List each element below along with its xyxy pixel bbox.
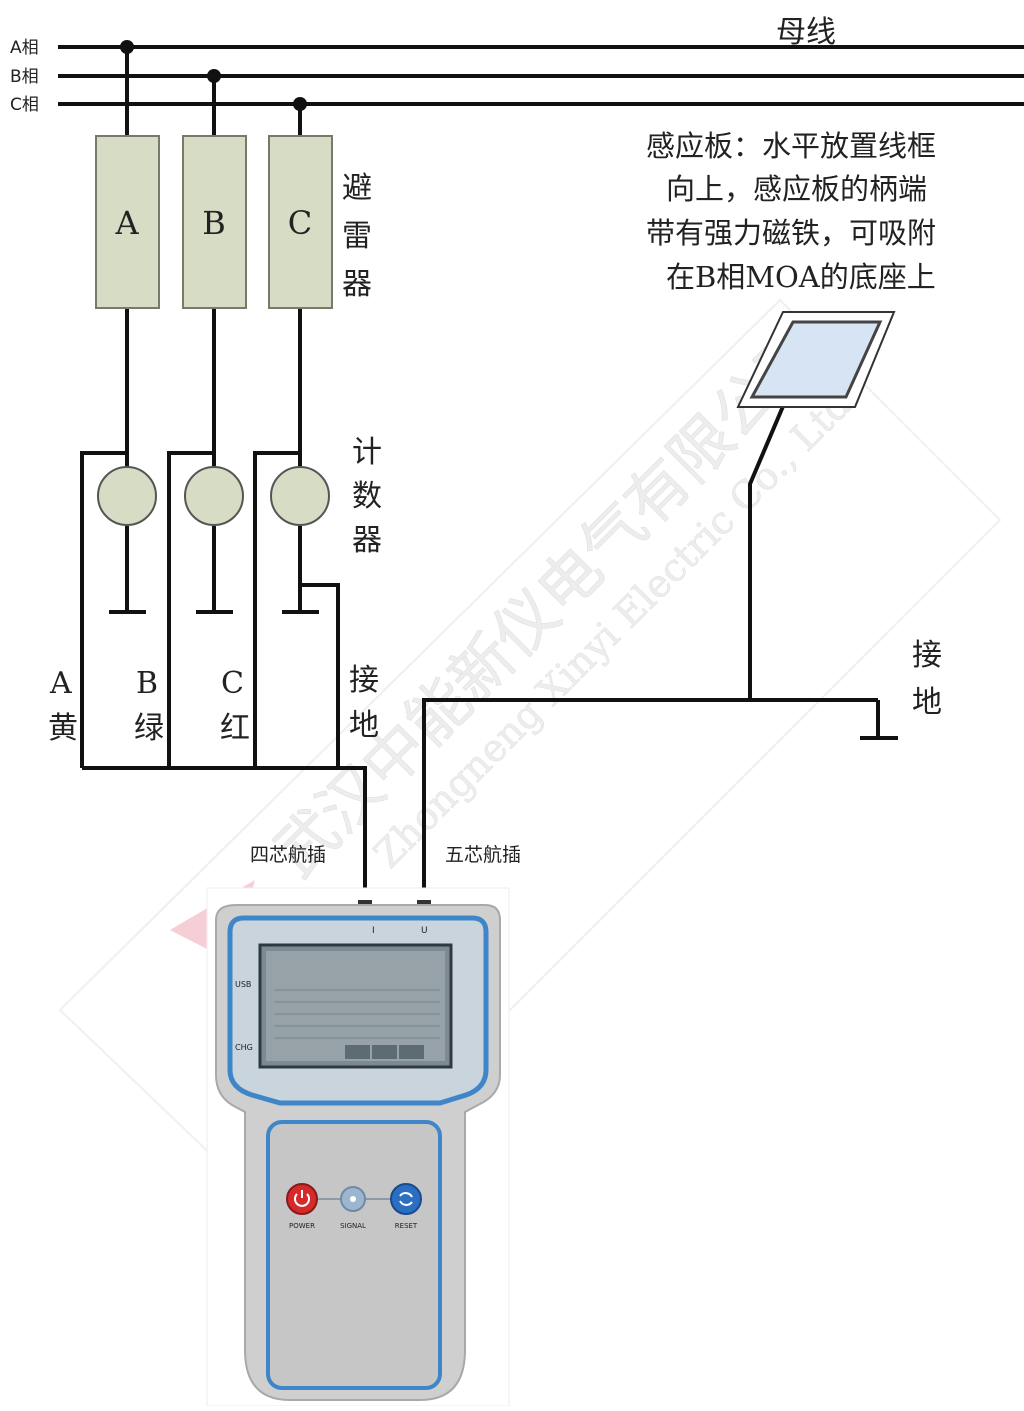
sensor-note-3: 带有强力磁铁，可吸附 bbox=[646, 216, 936, 250]
arrester-caption-1: 避 bbox=[342, 171, 372, 206]
sensor-note-4: 在B相MOA的底座上 bbox=[666, 260, 936, 294]
reset-button[interactable]: RESET bbox=[390, 1183, 422, 1230]
arrester-label-b: B bbox=[202, 204, 226, 242]
connector-five-core: 五芯航插 bbox=[445, 844, 521, 866]
phase-label-b: B相 bbox=[10, 67, 39, 87]
counter-caption-1: 计 bbox=[352, 435, 382, 470]
arrester-a: A bbox=[95, 135, 160, 309]
watermark: 武汉中能新仪电气有限公司 Zhongneng Xinyi Electric Co… bbox=[58, 298, 1002, 1232]
wire-color-b: 绿 bbox=[134, 711, 164, 746]
busbar-title: 母线 bbox=[776, 15, 836, 50]
port-label-u: U bbox=[421, 926, 428, 936]
power-button[interactable]: POWER bbox=[286, 1183, 318, 1230]
connector-four-core: 四芯航插 bbox=[250, 844, 326, 866]
power-button-label: POWER bbox=[289, 1222, 315, 1230]
wire-color-c: 红 bbox=[220, 711, 250, 746]
sensor-plate bbox=[736, 311, 896, 408]
watermark-en: Zhongneng Xinyi Electric Co., Ltd. bbox=[365, 374, 868, 877]
counter-a bbox=[97, 466, 157, 526]
counter-c bbox=[270, 466, 330, 526]
arrester-label-c: C bbox=[288, 204, 312, 242]
arrester-caption-2: 雷 bbox=[342, 219, 372, 254]
reset-icon bbox=[399, 1192, 413, 1206]
counter-b bbox=[184, 466, 244, 526]
signal-icon bbox=[350, 1196, 356, 1202]
arrester-c: C bbox=[268, 135, 333, 309]
phase-label-c: C相 bbox=[10, 95, 39, 115]
sensor-ground-2: 地 bbox=[912, 685, 942, 720]
counter-caption-3: 器 bbox=[352, 523, 382, 558]
wire-ground-1: 接 bbox=[349, 663, 379, 698]
wire-letter-b: B bbox=[136, 666, 158, 701]
arrester-b: B bbox=[182, 135, 247, 309]
reset-button-label: RESET bbox=[395, 1222, 418, 1230]
wire-letter-c: C bbox=[221, 666, 244, 701]
sensor-note-1: 感应板：水平放置线框 bbox=[646, 129, 936, 163]
usb-label: USB bbox=[235, 980, 251, 989]
sensor-note-2: 向上，感应板的柄端 bbox=[666, 172, 927, 206]
phase-branches bbox=[109, 47, 319, 614]
port-label-i: I bbox=[372, 926, 375, 936]
signal-button-label: SIGNAL bbox=[340, 1222, 366, 1230]
wire-ground-2: 地 bbox=[349, 708, 379, 743]
sensor-ground-1: 接 bbox=[912, 638, 942, 673]
arrester-label-a: A bbox=[114, 204, 139, 242]
busbar-lines bbox=[58, 45, 1024, 106]
handheld-tester: I U USB CHG POWER bbox=[206, 887, 510, 1407]
counter-caption-2: 数 bbox=[352, 479, 382, 514]
power-icon bbox=[294, 1190, 310, 1207]
wire-color-a: 黄 bbox=[48, 711, 78, 746]
signal-wires bbox=[80, 403, 898, 910]
wire-letter-a: A bbox=[49, 666, 72, 701]
arrester-caption-3: 器 bbox=[342, 267, 372, 302]
chg-label: CHG bbox=[235, 1043, 253, 1052]
signal-button[interactable]: SIGNAL bbox=[340, 1186, 366, 1230]
phase-label-a: A相 bbox=[10, 38, 39, 58]
